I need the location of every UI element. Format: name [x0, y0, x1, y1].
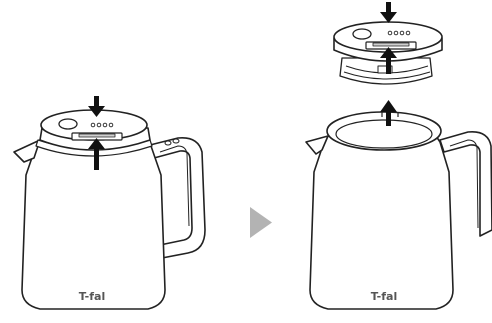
kettle-right-body [309, 135, 454, 310]
brand-logo-left: T-fal [79, 290, 105, 303]
kettle-left [13, 109, 206, 310]
kettle-right-handle [439, 130, 492, 237]
kettle-right-spout [305, 135, 329, 155]
arrow-down-icon [380, 2, 397, 23]
arrow-down-icon [88, 96, 105, 117]
arrow-up-icon [380, 47, 397, 74]
kettle-left-body [21, 139, 166, 310]
kettle-right [305, 111, 492, 310]
arrow-up-icon [88, 138, 105, 170]
brand-logo-right: T-fal [371, 290, 397, 303]
play-triangle-icon [250, 207, 272, 238]
kettle-left-spout [13, 139, 41, 163]
arrow-up-icon [380, 100, 397, 126]
